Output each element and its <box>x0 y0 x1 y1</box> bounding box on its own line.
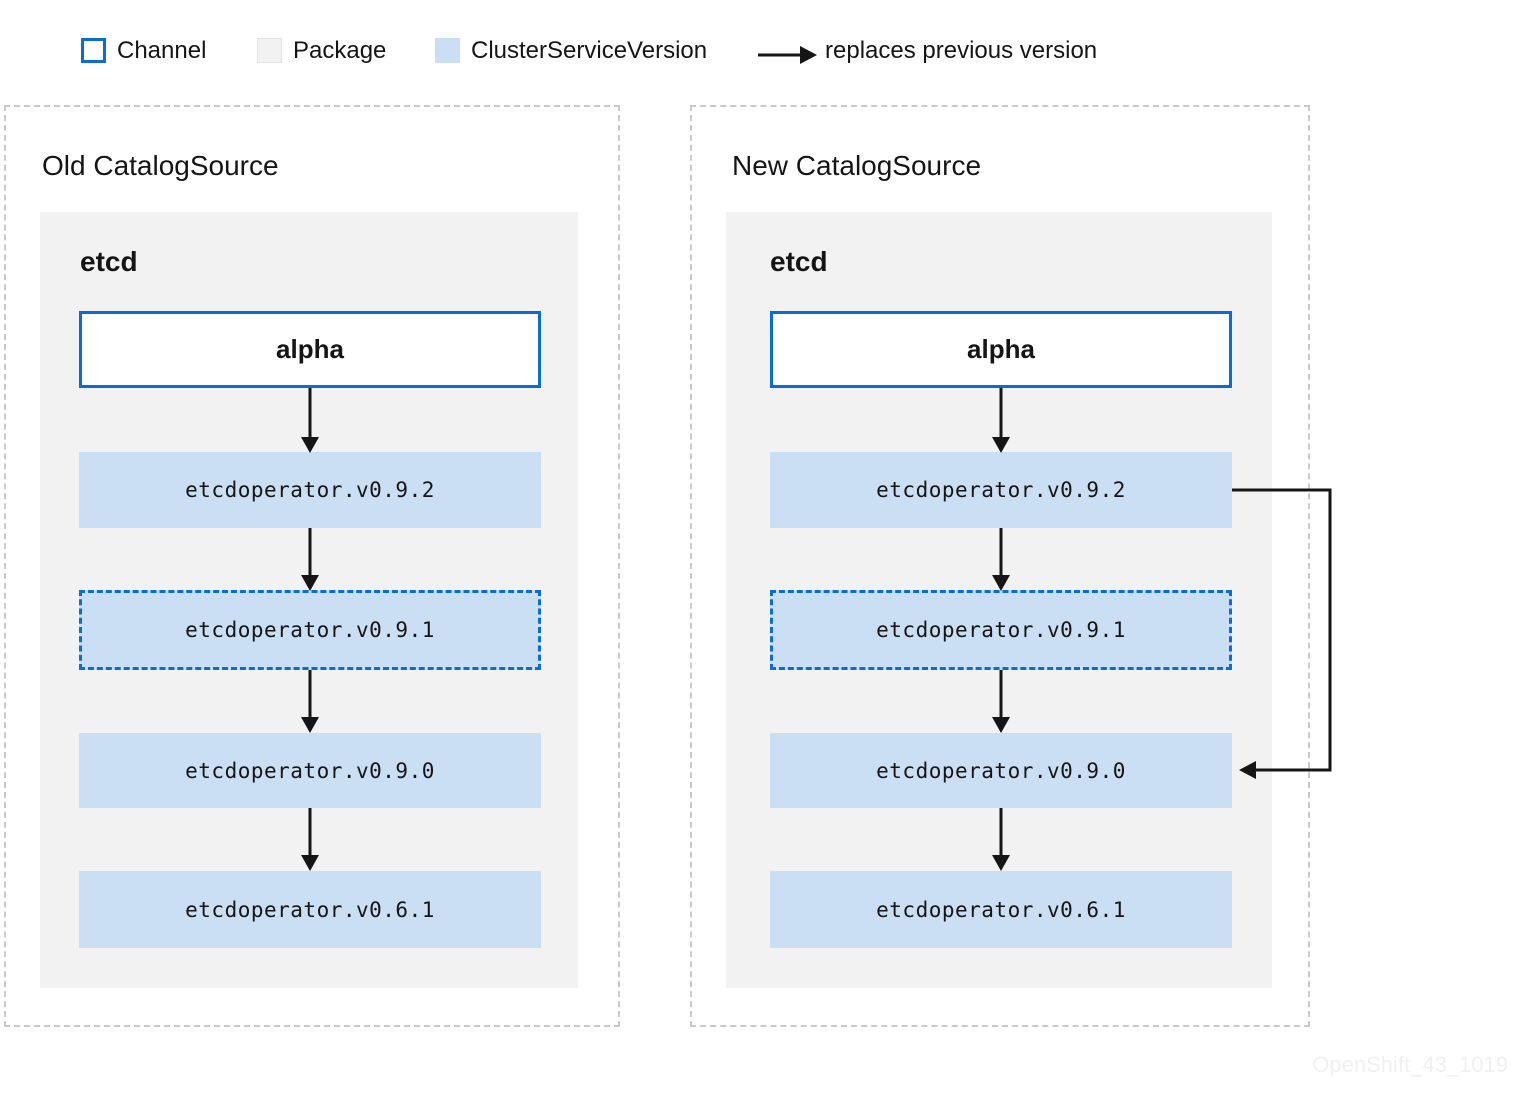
old-csv-v061-box: etcdoperator.v0.6.1 <box>79 871 541 948</box>
old-csv-v090-box: etcdoperator.v0.9.0 <box>79 733 541 808</box>
new-csv-v090-box: etcdoperator.v0.9.0 <box>770 733 1232 808</box>
new-csv-v092-box: etcdoperator.v0.9.2 <box>770 452 1232 528</box>
legend-package-label: Package <box>293 36 387 64</box>
package-swatch-icon <box>257 38 282 63</box>
new-csv-v091-box: etcdoperator.v0.9.1 <box>770 590 1232 670</box>
old-channel-alpha-box: alpha <box>79 311 541 388</box>
new-csv-v061-label: etcdoperator.v0.6.1 <box>876 897 1126 922</box>
new-package-name: etcd <box>770 246 828 277</box>
old-package-name: etcd <box>80 246 138 277</box>
new-channel-alpha-box: alpha <box>770 311 1232 388</box>
new-catalogsource-title: New CatalogSource <box>732 150 982 181</box>
new-csv-v092-label: etcdoperator.v0.9.2 <box>876 478 1126 502</box>
new-csv-v090-label: etcdoperator.v0.9.0 <box>876 758 1126 783</box>
old-channel-alpha-label: alpha <box>276 334 344 364</box>
csv-swatch-icon <box>435 38 460 63</box>
old-csv-v061-label: etcdoperator.v0.6.1 <box>185 897 435 922</box>
channel-swatch-icon <box>81 38 106 63</box>
old-csv-v092-label: etcdoperator.v0.9.2 <box>185 478 435 502</box>
new-channel-alpha-label: alpha <box>967 334 1035 364</box>
new-csv-v061-box: etcdoperator.v0.6.1 <box>770 871 1232 948</box>
new-csv-v091-label: etcdoperator.v0.9.1 <box>876 618 1126 642</box>
legend-csv-label: ClusterServiceVersion <box>471 36 708 64</box>
old-csv-v091-box: etcdoperator.v0.9.1 <box>79 590 541 670</box>
old-csv-v092-box: etcdoperator.v0.9.2 <box>79 452 541 528</box>
legend-channel-label: Channel <box>117 36 207 64</box>
legend-replaces-label: replaces previous version <box>825 36 1098 64</box>
old-catalogsource-title: Old CatalogSource <box>42 150 279 181</box>
watermark-text: OpenShift_43_1019 <box>1312 1052 1508 1077</box>
old-csv-v090-label: etcdoperator.v0.9.0 <box>185 758 435 783</box>
old-csv-v091-label: etcdoperator.v0.9.1 <box>185 618 435 642</box>
legend: Channel Package ClusterServiceVersion re… <box>0 0 1520 95</box>
